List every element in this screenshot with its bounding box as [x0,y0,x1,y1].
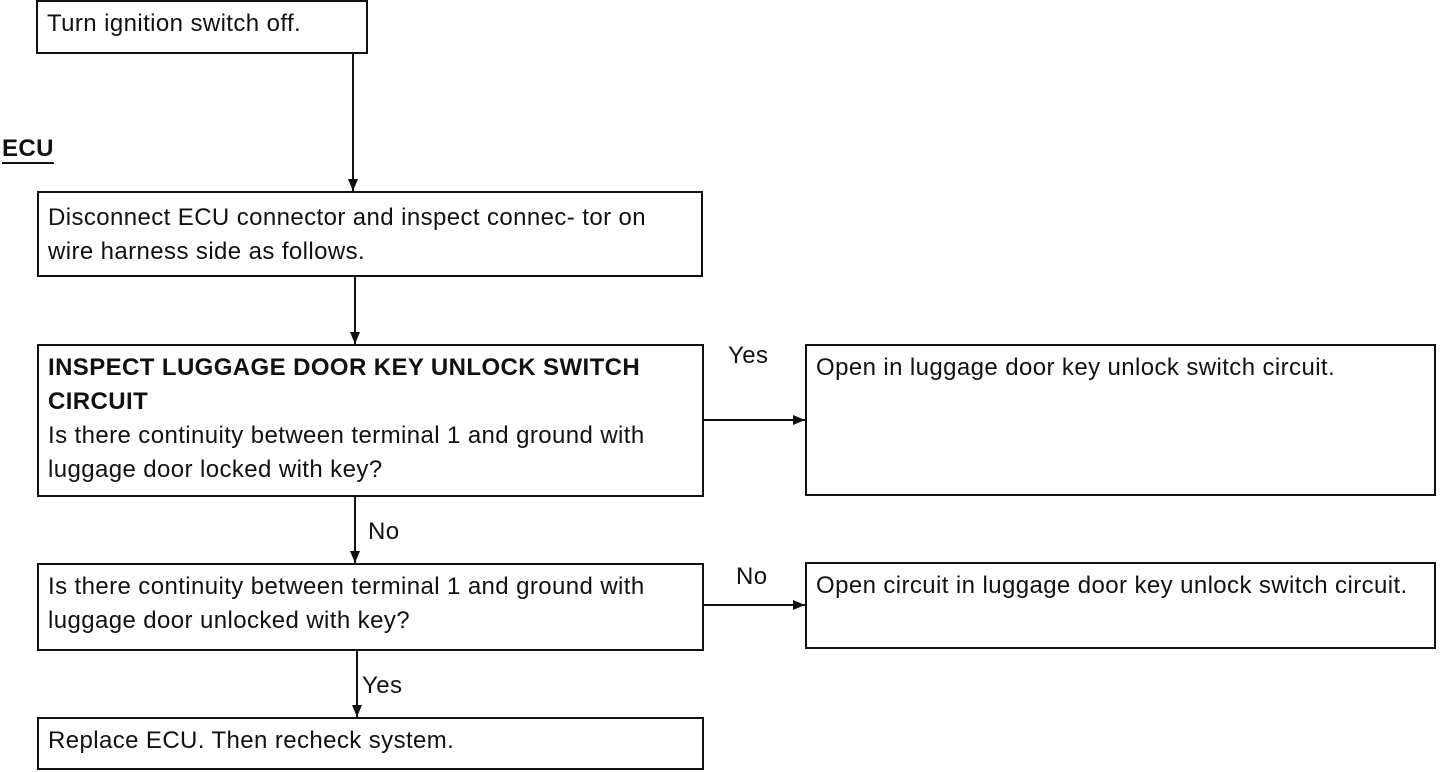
step-inspect-switch-circuit-question: Is there continuity between terminal 1 a… [48,422,645,483]
result-open-circuit-in-switch-circuit-text: Open circuit in luggage door key unlock … [816,572,1408,599]
branch-label-unlocked-no: No [736,563,768,590]
step-replace-ecu-text: Replace ECU. Then recheck system. [48,727,455,754]
branch-label-unlocked-yes: Yes [362,672,403,699]
step-disconnect-ecu-connector-text: Disconnect ECU connector and inspect con… [48,204,647,265]
section-label-ecu: ECU [2,135,54,162]
step-unlocked-continuity-question: Is there continuity between terminal 1 a… [37,563,704,651]
step-inspect-switch-circuit-title: INSPECT LUGGAGE DOOR KEY UNLOCK SWITCH C… [48,354,641,415]
result-open-circuit-in-switch-circuit: Open circuit in luggage door key unlock … [805,562,1436,649]
step-disconnect-ecu-connector: Disconnect ECU connector and inspect con… [37,191,703,277]
result-open-in-switch-circuit-text: Open in luggage door key unlock switch c… [816,354,1336,381]
step-unlocked-continuity-question-text: Is there continuity between terminal 1 a… [48,573,645,634]
step-replace-ecu: Replace ECU. Then recheck system. [37,717,704,770]
branch-label-inspect-no: No [368,518,400,545]
result-open-in-switch-circuit: Open in luggage door key unlock switch c… [805,344,1436,496]
branch-label-inspect-yes: Yes [728,342,769,369]
step-turn-ignition-off: Turn ignition switch off. [36,0,368,54]
step-turn-ignition-off-text: Turn ignition switch off. [47,10,302,37]
step-inspect-switch-circuit: INSPECT LUGGAGE DOOR KEY UNLOCK SWITCH C… [37,344,704,497]
